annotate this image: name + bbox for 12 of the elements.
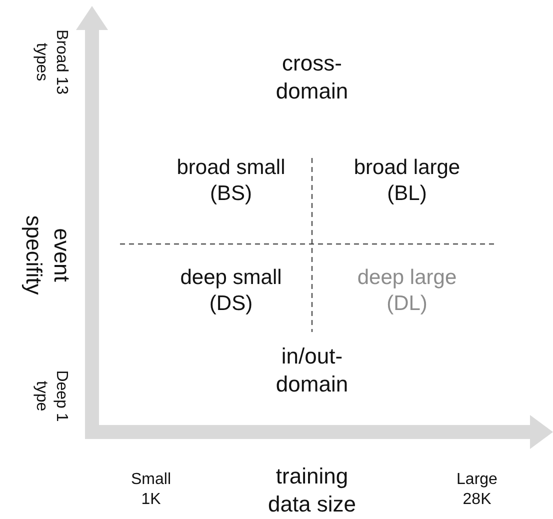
axis-end-label: Deep 1 type — [32, 369, 71, 424]
quadrant-label: broad large (BL) — [352, 154, 462, 207]
axis-end-label: Small 1K — [130, 470, 172, 510]
axis-title: training data size — [266, 462, 358, 518]
quadrant-label: deep small (DS) — [179, 264, 283, 317]
axis-end-label: Broad 13 types — [32, 28, 71, 96]
region-label: cross-domain — [274, 50, 350, 104]
region-label: in/out-domain — [274, 342, 350, 398]
quadrant-label: deep large (DL) — [356, 264, 458, 317]
axis-title: event specifity — [21, 214, 76, 297]
quadrant-label: broad small (BS) — [176, 154, 286, 207]
axis-end-label: Large 28K — [456, 470, 498, 510]
